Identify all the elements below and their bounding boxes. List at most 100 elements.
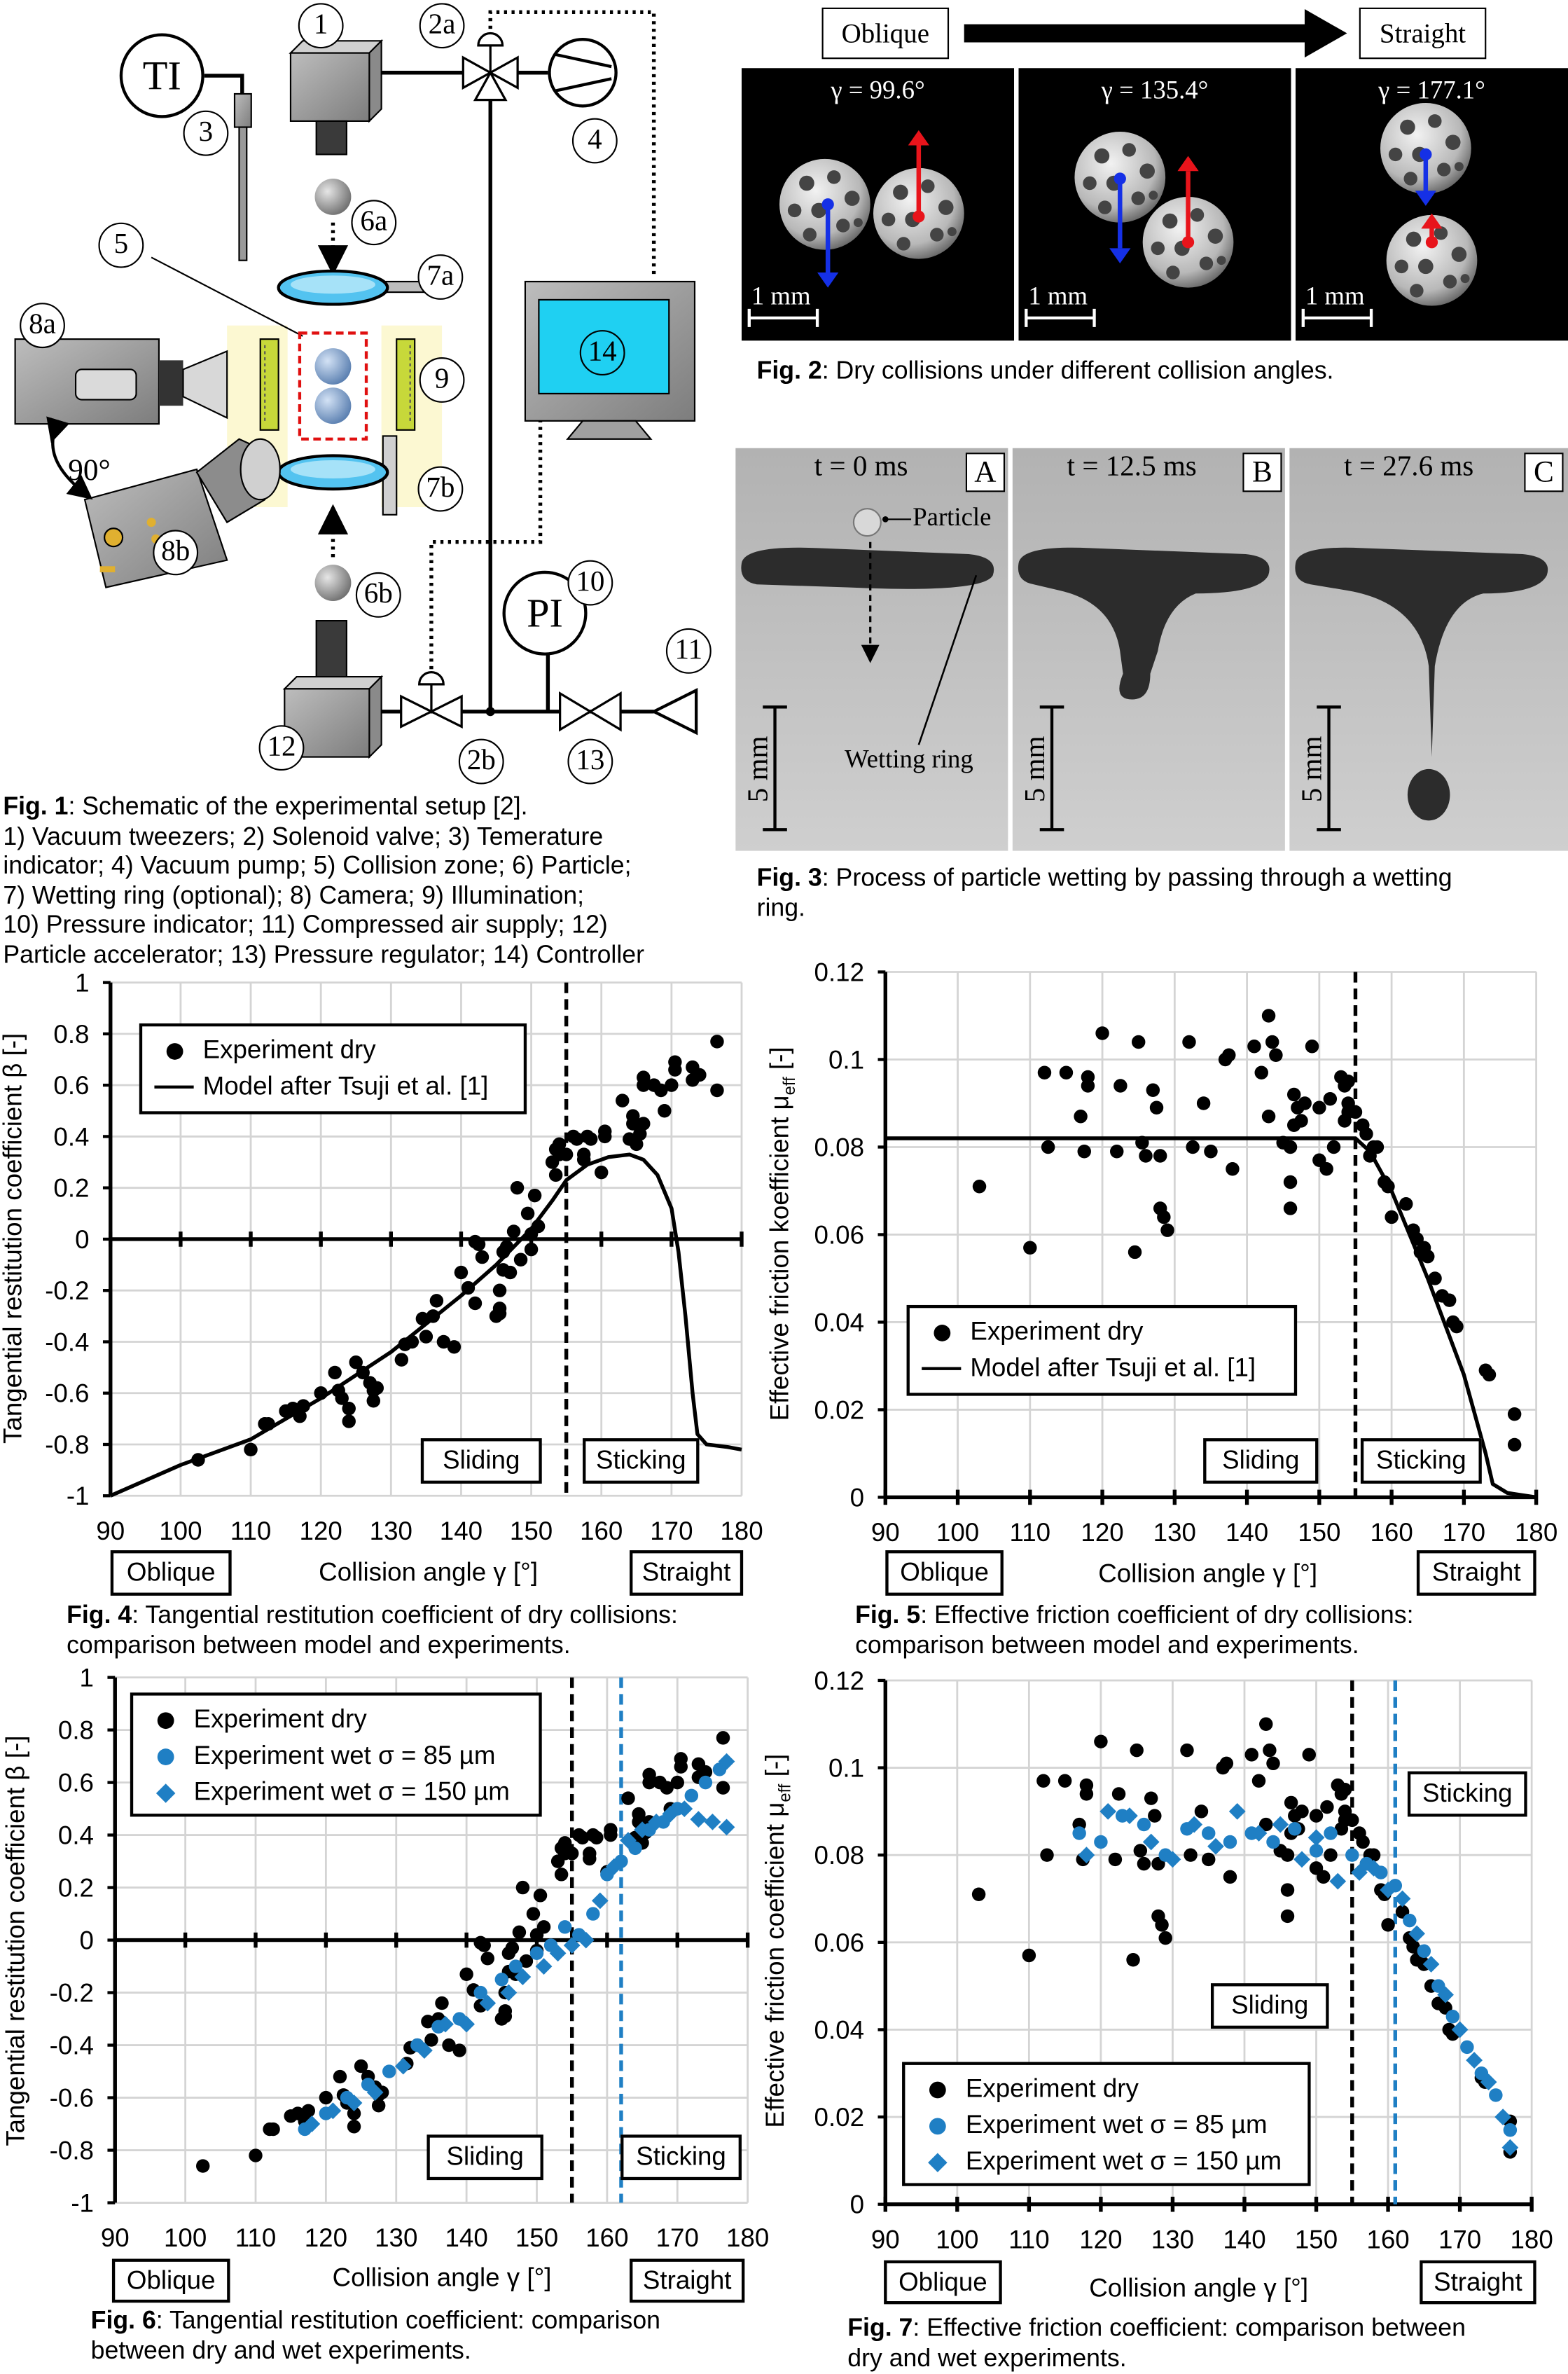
oblique-label: Oblique <box>821 7 950 60</box>
data-point <box>498 2004 513 2018</box>
data-point-diamond <box>1250 1825 1268 1842</box>
data-point <box>1438 2001 1452 2015</box>
data-point <box>684 1788 699 1803</box>
circle-marker-icon <box>933 1323 950 1341</box>
x-tick-label: 90 <box>871 1518 900 1547</box>
data-point <box>1395 1905 1410 1919</box>
data-point <box>1158 1848 1172 1862</box>
particle-label: Particle <box>913 502 992 532</box>
data-point <box>1180 1743 1194 1758</box>
data-point <box>971 1887 986 1901</box>
data-point <box>712 1762 727 1776</box>
data-point-diamond <box>577 1931 595 1949</box>
data-point <box>614 1854 628 1868</box>
region-sticking-label: Sticking <box>1360 1438 1482 1484</box>
line-marker-icon <box>922 1367 962 1371</box>
data-point <box>524 1242 539 1257</box>
data-point <box>1388 1879 1403 1893</box>
solenoid-valve-2a-icon <box>462 32 519 102</box>
temperature-indicator-label: TI <box>119 33 204 118</box>
data-point <box>1446 1315 1460 1330</box>
data-point <box>494 1973 509 1987</box>
data-point <box>480 1952 494 1966</box>
data-point <box>1115 1809 1130 1823</box>
data-point <box>972 1179 987 1194</box>
data-point <box>431 2020 445 2034</box>
particle-6b-icon <box>314 565 352 601</box>
data-point-diamond <box>1186 1816 1203 1833</box>
data-point <box>279 1404 293 1419</box>
panel-letter-c: C <box>1524 453 1564 492</box>
oblique-note: Oblique <box>884 2260 1002 2305</box>
data-point <box>1374 1883 1388 1897</box>
data-point <box>1403 1931 1417 1945</box>
camera-8a-icon <box>14 338 228 425</box>
data-point <box>191 1453 205 1467</box>
data-point <box>331 1383 345 1398</box>
data-point <box>1219 1756 1234 1771</box>
data-point <box>1341 1096 1355 1110</box>
data-point <box>244 1442 258 1457</box>
y-tick-label: 1 <box>80 1664 94 1692</box>
x-tick-label: 180 <box>720 1517 763 1545</box>
data-point <box>1283 1175 1298 1189</box>
data-point-diamond <box>437 2015 454 2033</box>
data-point <box>524 1227 539 1241</box>
data-point <box>1247 1040 1261 1054</box>
legend-label: Model after Tsuji et al. [1] <box>202 1072 489 1101</box>
data-point <box>1478 2075 1492 2089</box>
y-tick-label: 0.4 <box>53 1122 89 1151</box>
particle-icon <box>852 508 882 537</box>
x-tick-label: 160 <box>580 1517 623 1545</box>
data-point <box>698 1775 713 1790</box>
data-point <box>1331 1778 1345 1793</box>
straight-note: Straight <box>1416 1550 1536 1596</box>
oblique-note: Oblique <box>111 2258 230 2303</box>
data-point <box>604 1823 618 1837</box>
vacuum-tweezers-icon <box>289 39 384 156</box>
data-point <box>1081 1070 1095 1084</box>
data-point <box>1442 1293 1457 1307</box>
data-point <box>1334 1822 1349 1836</box>
data-point <box>426 1309 440 1323</box>
callout-6b: 6b <box>355 572 401 618</box>
wetting-ring-7a-icon <box>277 269 440 306</box>
data-point <box>515 1880 530 1895</box>
callout-9: 9 <box>419 357 465 403</box>
fig3-caption: Fig. 3: Process of particle wetting by p… <box>757 864 1568 923</box>
data-point <box>1338 1079 1352 1093</box>
data-point-diamond <box>1480 2073 1497 2091</box>
fig6-caption-prefix: Fig. 6 <box>90 2307 156 2335</box>
data-point <box>1111 1787 1126 1801</box>
data-point <box>1131 1035 1146 1049</box>
circle-marker-icon <box>156 1711 174 1729</box>
data-point <box>1341 1105 1355 1119</box>
data-point <box>1406 1223 1420 1237</box>
data-point <box>691 1770 706 1784</box>
data-point <box>710 1035 724 1049</box>
time-label-a: t = 0 ms <box>814 451 908 483</box>
data-point <box>564 1847 579 1861</box>
data-point <box>494 2012 509 2026</box>
data-point <box>340 2090 354 2105</box>
scale-label-1: 1 mm <box>751 281 811 311</box>
caption-line: ring. <box>756 894 805 922</box>
data-point <box>630 1137 644 1152</box>
data-point <box>1294 1114 1308 1128</box>
data-point-diamond <box>1501 2139 1519 2156</box>
data-point <box>1356 1118 1370 1132</box>
data-point <box>665 1078 679 1092</box>
x-tick-label: 90 <box>96 1517 125 1545</box>
data-point <box>342 1414 356 1428</box>
data-point <box>1421 1249 1435 1264</box>
data-point <box>371 2088 386 2102</box>
callout-6a: 6a <box>351 200 397 246</box>
fig7-caption-prefix: Fig. 7 <box>847 2314 913 2342</box>
data-point <box>686 1073 700 1087</box>
data-point <box>394 1353 409 1367</box>
data-point <box>572 1828 586 1842</box>
data-point-diamond <box>1164 1851 1181 1868</box>
time-label-b: t = 12.5 ms <box>1067 451 1197 483</box>
data-point <box>545 1155 560 1169</box>
data-point <box>452 2012 466 2026</box>
